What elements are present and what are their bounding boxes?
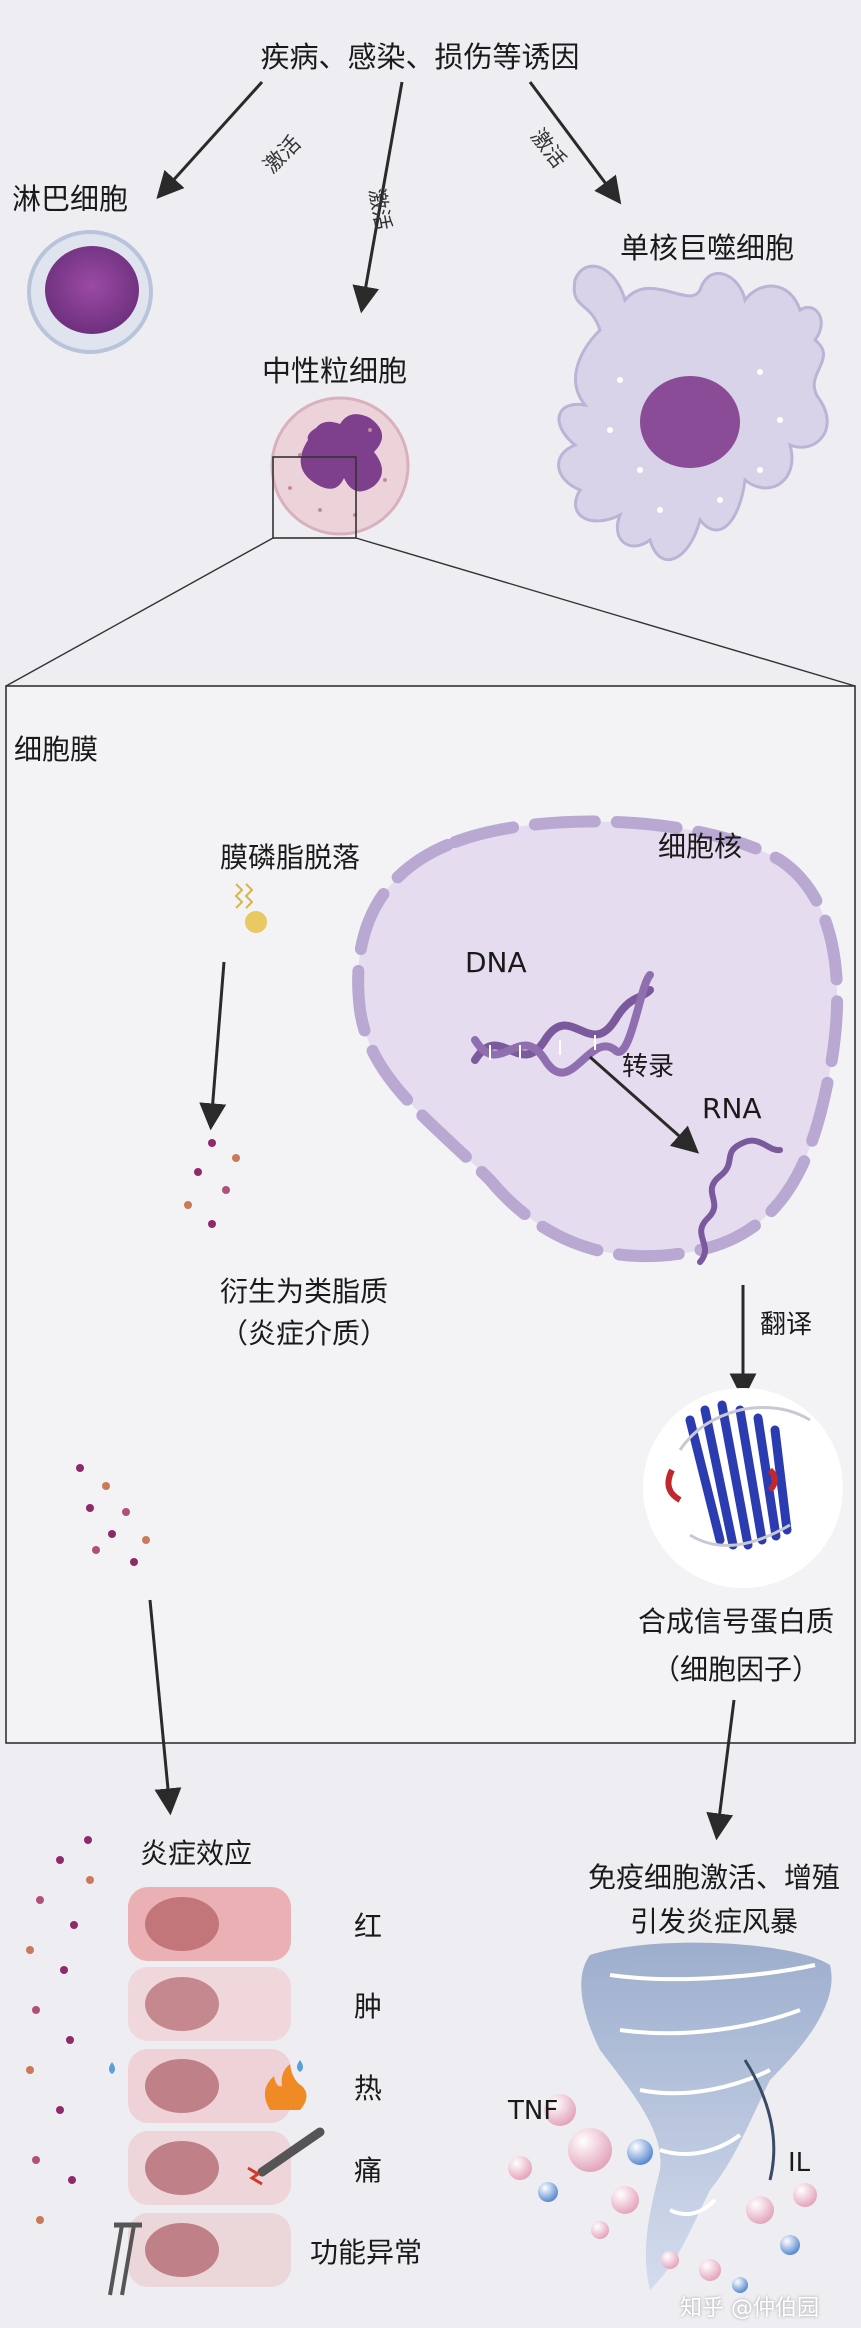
arrow-to-effects	[148, 1599, 182, 1816]
storm-label-1: 免疫细胞激活、增殖	[587, 1861, 841, 1894]
arrow-transcription	[589, 1055, 700, 1154]
arrow-to-storm	[706, 1699, 736, 1841]
sweat-icon	[109, 2062, 115, 2074]
shed-phospholipid	[234, 883, 267, 933]
cytokine-storm-tornado	[581, 1942, 832, 2290]
watermark: 知乎 @仲伯园	[680, 2296, 819, 2321]
transcription-label: 转录	[622, 1052, 675, 1082]
effect-title: 炎症效应	[140, 1837, 253, 1870]
effect-heat: 热	[354, 2072, 383, 2105]
effect-dots	[26, 1836, 94, 2224]
macrophage-cell	[557, 264, 829, 562]
lipid-mediator-dots	[76, 1139, 240, 1566]
cytokine-protein	[643, 1388, 843, 1588]
protein-label-1: 合成信号蛋白质	[637, 1605, 835, 1638]
membrane-label: 细胞膜	[14, 733, 99, 766]
dna-label: DNA	[465, 946, 527, 979]
effect-red: 红	[354, 1910, 383, 1943]
effect-dysfunction: 功能异常	[310, 2236, 423, 2269]
nucleus	[352, 815, 844, 1263]
effect-swelling: 肿	[354, 1990, 383, 2023]
storm-label-2: 引发炎症风暴	[629, 1905, 799, 1938]
il-label: IL	[788, 2148, 811, 2178]
arrow-derive	[199, 961, 227, 1131]
tnf-label: TNF	[508, 2096, 559, 2126]
lymphocyte-cell	[27, 230, 153, 354]
rna-label: RNA	[702, 1092, 762, 1125]
arrow-to-neutrophil	[352, 81, 404, 314]
arrow-to-monocyte	[528, 81, 622, 205]
cytokine-balls	[508, 2094, 817, 2293]
pain-icon	[257, 2127, 325, 2177]
shedding-label: 膜磷脂脱落	[220, 841, 361, 874]
effect-pain: 痛	[354, 2154, 383, 2187]
protein-label-2: （细胞因子）	[651, 1653, 821, 1686]
neutrophil-cell	[270, 396, 410, 536]
rna-strand	[697, 1137, 783, 1265]
nucleus-label: 细胞核	[658, 830, 743, 863]
neutrophil-label: 中性粒细胞	[262, 354, 408, 388]
derived-label-2: （炎症介质）	[220, 1317, 389, 1350]
derived-label-1: 衍生为类脂质	[220, 1275, 389, 1308]
flame-icon	[264, 2064, 307, 2110]
lymphocyte-label: 淋巴细胞	[12, 182, 129, 216]
zoom-box	[272, 456, 357, 539]
effect-tiles	[128, 1887, 291, 2287]
dna-helix	[471, 971, 654, 1077]
crutch-icon	[108, 2222, 142, 2296]
monocyte-label: 单核巨噬细胞	[620, 231, 795, 265]
translation-label: 翻译	[760, 1310, 813, 1340]
causes-label: 疾病、感染、损伤等诱因	[260, 40, 580, 74]
arrow-to-lymphocyte	[156, 80, 264, 200]
